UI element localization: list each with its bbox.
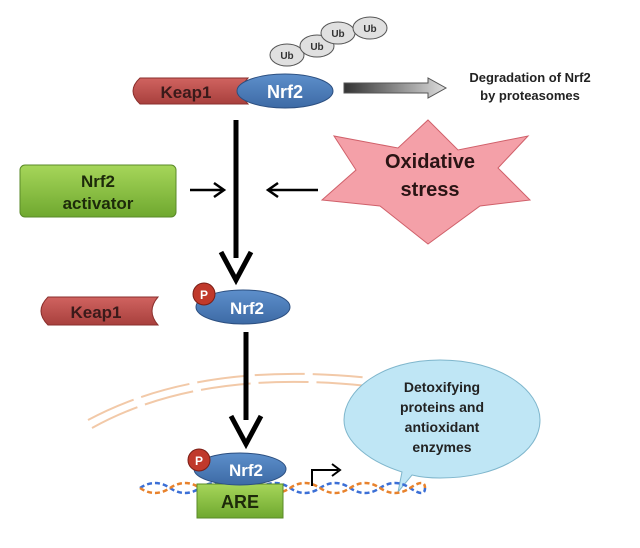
degradation-path: Degradation of Nrf2 by proteasomes (343, 70, 591, 103)
activator-label-line1: Nrf2 (81, 172, 115, 191)
phosphate-icon (187, 448, 211, 472)
stress-star (320, 119, 532, 245)
product-bubble: Detoxifying proteins and antioxidant enz… (343, 359, 541, 493)
bubble-line4: enzymes (412, 439, 471, 455)
nrf2-top-label: Nrf2 (267, 82, 303, 102)
bottom-complex: ARE Nrf2 P (187, 448, 287, 519)
ubiquitin-icon (269, 43, 305, 67)
main-arrow-upper (218, 120, 254, 286)
phospho-middle-label: P (200, 288, 208, 302)
bubble-line3: antioxidant (405, 419, 480, 435)
bubble-shape (343, 359, 541, 493)
bubble-line1: Detoxifying (404, 379, 480, 395)
nrf2-middle-label: Nrf2 (230, 299, 264, 318)
activator-label-line2: activator (63, 194, 134, 213)
ubiquitin-icon (352, 16, 388, 40)
ubiquitin-chain: Ub Ub Ub Ub (269, 16, 388, 67)
nrf2-activator: Nrf2 activator (19, 164, 227, 218)
oxidative-stress: Oxidative stress (265, 119, 532, 245)
phosphate-icon (192, 282, 216, 306)
keap1-middle-shape (40, 296, 160, 326)
nrf2-top-shape (236, 73, 334, 109)
are-box (196, 483, 284, 519)
main-arrow-lower (228, 332, 264, 450)
stress-label-line2: stress (401, 179, 460, 201)
nrf2-middle-shape (195, 289, 291, 325)
middle-complex: Keap1 Nrf2 P (40, 282, 291, 326)
degradation-arrow (343, 77, 448, 99)
stress-label-line1: Oxidative (385, 151, 475, 173)
ub-label-4: Ub (363, 24, 376, 35)
degradation-text-line2: by proteasomes (480, 88, 580, 103)
ub-label-3: Ub (331, 29, 344, 40)
keap1-middle-label: Keap1 (70, 303, 121, 322)
degradation-text-line1: Degradation of Nrf2 (469, 70, 590, 85)
keap1-top-label: Keap1 (160, 83, 211, 102)
phospho-bottom-label: P (195, 454, 203, 468)
ub-label-2: Ub (310, 42, 323, 53)
dna-helix-icon (139, 481, 427, 495)
activator-box (19, 164, 177, 218)
nuclear-membrane (87, 372, 371, 429)
top-complex: Keap1 Nrf2 Ub Ub Ub Ub (132, 16, 388, 109)
bubble-line2: proteins and (400, 399, 484, 415)
nrf2-bottom-label: Nrf2 (229, 461, 263, 480)
are-label: ARE (221, 492, 259, 512)
transcription-arrow-icon (311, 463, 342, 486)
ub-label-1: Ub (280, 51, 293, 62)
